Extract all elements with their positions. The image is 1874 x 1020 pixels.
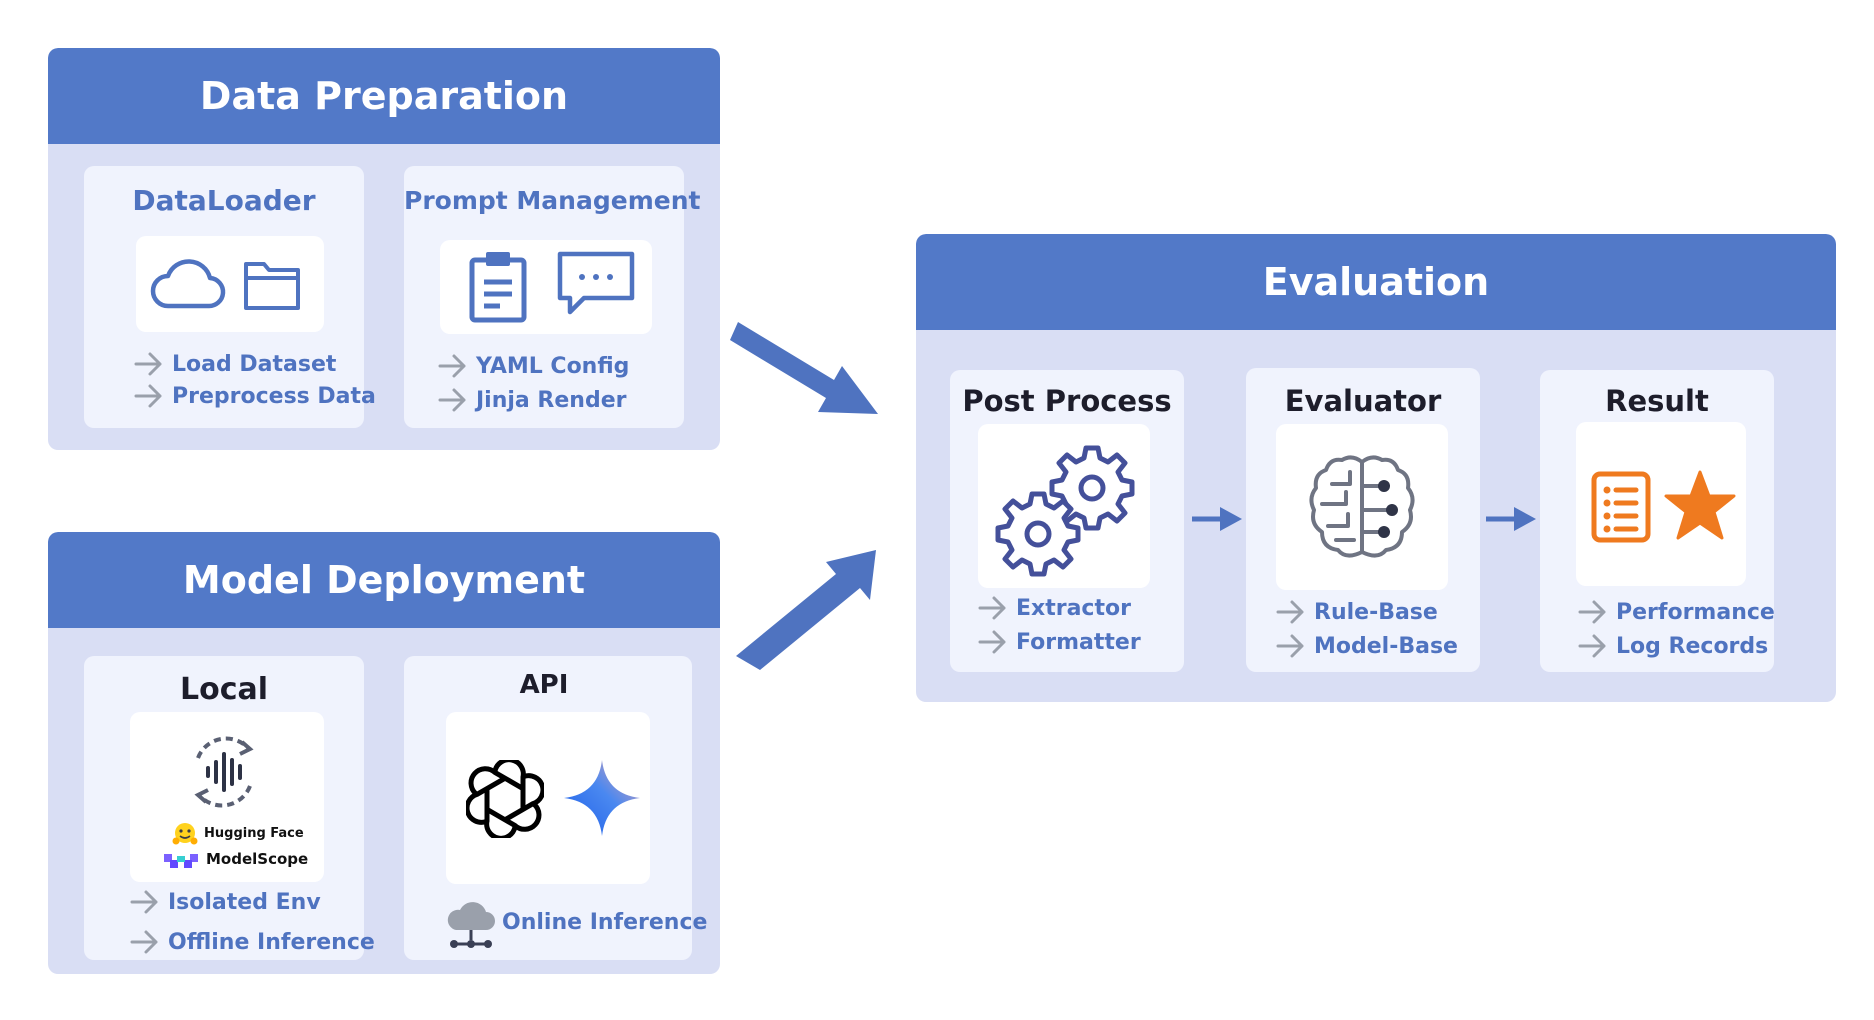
evaluator-item-rule: Rule-Base <box>1276 598 1438 626</box>
evaluator-card: Evaluator Rule-Base Model-Base <box>1246 368 1480 672</box>
folder-icon <box>244 262 300 310</box>
prompt-item-jinja: Jinja Render <box>438 386 626 414</box>
flow-arrow-model-to-eval <box>736 550 876 670</box>
result-item-label: Performance <box>1616 599 1775 625</box>
dataloader-item-label: Preprocess Data <box>172 383 376 409</box>
dataloader-card: DataLoader Load Dataset Preprocess Data <box>84 166 376 428</box>
arrow-right-icon <box>438 388 466 412</box>
post-process-card: Post Process Extractor Formatter <box>950 370 1184 672</box>
local-item-label: Isolated Env <box>168 889 321 915</box>
cloud-icon <box>150 259 226 309</box>
prompt-management-card: Prompt Management YAML Config Jinja Rend… <box>404 166 701 428</box>
result-icon-box <box>1576 422 1746 586</box>
arrow-right-icon <box>134 352 162 376</box>
evaluation-header: Evaluation <box>916 234 1836 330</box>
arrow-right-icon <box>1578 600 1606 624</box>
post-process-title: Post Process <box>962 384 1172 418</box>
data-preparation-title: Data Preparation <box>199 74 569 118</box>
dataloader-item-preprocess: Preprocess Data <box>134 382 376 410</box>
result-item-log: Log Records <box>1578 632 1768 660</box>
arrow-right-icon <box>978 596 1006 620</box>
modelscope-label: ModelScope <box>206 850 309 868</box>
openai-logo <box>466 760 544 838</box>
evaluator-item-model: Model-Base <box>1276 632 1458 660</box>
star-icon <box>1664 470 1736 540</box>
audio-sync-icon <box>194 736 254 808</box>
cloud-network-icon <box>447 902 495 948</box>
api-title: API <box>519 670 569 700</box>
post-process-item-extractor: Extractor <box>978 594 1131 622</box>
result-item-label: Log Records <box>1616 633 1769 659</box>
local-card: Local Hugging Face ModelScope Isolated E… <box>84 656 375 960</box>
model-deployment-header: Model Deployment <box>48 532 720 628</box>
arrow-right-icon <box>1276 600 1304 624</box>
prompt-item-yaml: YAML Config <box>438 352 629 380</box>
dataloader-icon-box <box>136 236 324 332</box>
local-item-offline: Offline Inference <box>130 928 375 956</box>
modelscope-logo <box>164 854 198 868</box>
api-item-online: Online Inference <box>502 910 707 935</box>
brain-circuit-icon <box>1309 455 1415 558</box>
arrow-right-icon <box>438 354 466 378</box>
arrow-right-icon <box>130 890 158 914</box>
result-title: Result <box>1605 384 1709 418</box>
model-deployment-title: Model Deployment <box>182 558 586 602</box>
local-item-isolated: Isolated Env <box>130 888 321 916</box>
dataloader-item-label: Load Dataset <box>172 351 337 377</box>
hugging-face-label: Hugging Face <box>204 826 304 841</box>
chat-bubble-icon <box>557 251 635 315</box>
api-card: API On <box>404 656 707 960</box>
evaluation-title: Evaluation <box>1262 260 1490 304</box>
flow-arrow-data-to-eval <box>730 322 878 414</box>
arrow-right-icon <box>1578 634 1606 658</box>
post-process-item-formatter: Formatter <box>978 628 1141 656</box>
arrow-right-icon <box>1276 634 1304 658</box>
local-title: Local <box>179 672 269 707</box>
post-process-icon-box <box>978 424 1150 588</box>
result-item-performance: Performance <box>1578 598 1775 626</box>
evaluator-title: Evaluator <box>1284 384 1442 418</box>
prompt-item-label: YAML Config <box>476 353 630 379</box>
dataloader-item-load: Load Dataset <box>134 350 336 378</box>
gears-icon <box>986 434 1146 580</box>
evaluator-item-label: Model-Base <box>1314 633 1458 659</box>
post-process-item-label: Formatter <box>1016 629 1141 655</box>
hugging-face-logo <box>172 823 198 845</box>
gemini-star-icon <box>564 760 640 836</box>
evaluator-icon-box <box>1276 424 1448 590</box>
api-item-label: Online Inference <box>502 910 708 935</box>
result-card: Result Performance Log Records <box>1540 370 1775 672</box>
prompt-management-title: Prompt Management <box>404 186 701 215</box>
flow-arrow-post-to-evaluator <box>1192 507 1242 531</box>
clipboard-icon <box>469 252 527 323</box>
arrow-right-icon <box>978 630 1006 654</box>
data-preparation-header: Data Preparation <box>48 48 720 144</box>
prompt-management-icon-box <box>440 240 652 334</box>
flow-arrow-evaluator-to-result <box>1486 507 1536 531</box>
local-icon-box: Hugging Face ModelScope <box>130 712 324 882</box>
dataloader-title: DataLoader <box>132 184 316 217</box>
arrow-right-icon <box>134 384 162 408</box>
evaluator-item-label: Rule-Base <box>1314 599 1438 625</box>
arrow-right-icon <box>130 930 158 954</box>
api-icon-box <box>446 712 650 884</box>
local-item-label: Offline Inference <box>168 929 375 955</box>
report-list-icon <box>1591 471 1651 543</box>
prompt-item-label: Jinja Render <box>476 387 627 413</box>
post-process-item-label: Extractor <box>1016 595 1131 621</box>
